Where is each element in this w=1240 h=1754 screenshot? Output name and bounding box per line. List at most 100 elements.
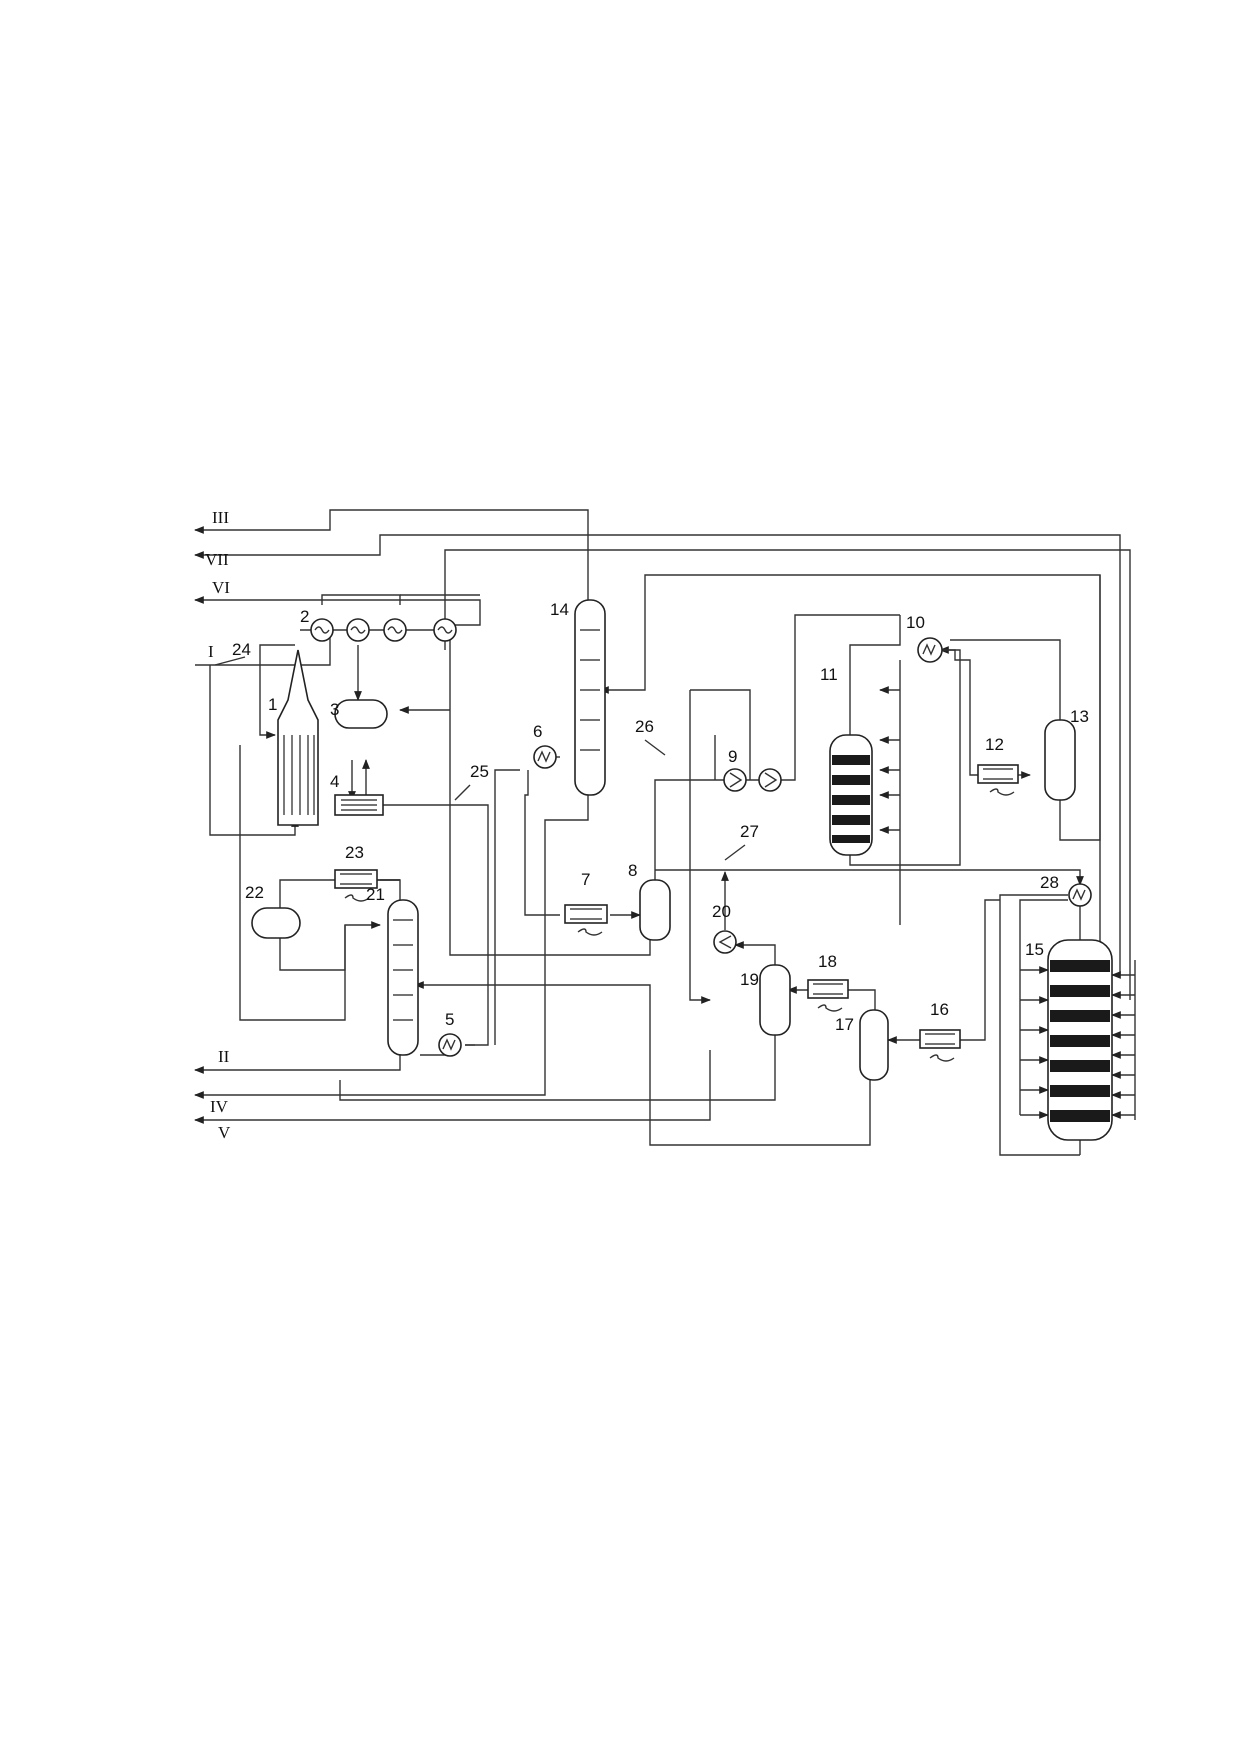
stream-label-vi: VI [212, 578, 230, 597]
15-to-16 [960, 899, 1000, 1041]
label-14: 14 [550, 600, 569, 619]
air-cooler-23 [334, 869, 378, 902]
label-17: 17 [835, 1015, 854, 1034]
22-bottom-loop [239, 925, 346, 1021]
exchanger-28 [1068, 883, 1092, 907]
stream-label-iii: III [212, 508, 229, 527]
label-27: 27 [740, 822, 759, 841]
10-to-13-top [950, 639, 1061, 720]
stream-iv-line [194, 1050, 711, 1124]
label-22: 22 [245, 883, 264, 902]
label-15: 15 [1025, 940, 1044, 959]
leader-25 [454, 784, 471, 801]
15-left-trunk [1019, 899, 1068, 1115]
furnace-1 [277, 649, 319, 826]
label-28: 28 [1040, 873, 1059, 892]
equipment-labels: 1 2 3 4 5 6 7 8 9 10 11 12 13 14 15 16 1… [232, 600, 1089, 1034]
stream-label-vii: VII [205, 550, 229, 569]
drum-22 [251, 907, 301, 939]
label-18: 18 [818, 952, 837, 971]
separator-19 [759, 964, 791, 1036]
19-bottom [339, 1015, 776, 1101]
to-11-top [849, 615, 901, 740]
exchanger-10 [917, 637, 943, 663]
9b-up [778, 614, 900, 781]
piping [194, 509, 1136, 1156]
column-21 [387, 899, 419, 1056]
air-cooler-12 [977, 764, 1019, 796]
label-25: 25 [470, 762, 489, 781]
17-bottom-to-21 [414, 981, 871, 1146]
reactor-column-15 [1047, 939, 1113, 1141]
stream-vii-line [194, 534, 1121, 975]
hx-to-furnace [259, 644, 295, 739]
line-25 [494, 769, 520, 1045]
hx4-to-5 [383, 804, 489, 1046]
recycle-line-top [444, 549, 1131, 1000]
feed-bypass-line [209, 665, 299, 836]
label-12: 12 [985, 735, 1004, 754]
reactor-column-11 [829, 734, 873, 856]
heat-exchanger-train-2 [310, 618, 457, 642]
stream-labels: I II III IV V VI VII [205, 508, 231, 1142]
hx-top-link [321, 594, 401, 605]
compressor-9 [723, 768, 782, 792]
stream-label-v: V [218, 1123, 231, 1142]
stream-v-line [194, 795, 589, 1099]
stream-i-line [195, 630, 331, 666]
separator-8 [639, 879, 671, 941]
air-cooler-16 [919, 1029, 961, 1062]
reboiler-5 [438, 1033, 462, 1057]
19-to-20 [734, 941, 776, 965]
8-to-26 [654, 779, 715, 880]
exchanger-6 [533, 745, 557, 769]
label-7: 7 [581, 870, 590, 889]
label-20: 20 [712, 902, 731, 921]
loop-690 [690, 689, 751, 780]
loop-690-down [689, 690, 711, 1004]
27-to-28 [700, 869, 1084, 886]
10-to-12 [940, 649, 985, 776]
label-24: 24 [232, 640, 251, 659]
label-2: 2 [300, 607, 309, 626]
column-14 [574, 599, 606, 796]
leader-24 [214, 656, 246, 666]
stream-ii-line [194, 1055, 401, 1074]
label-21: 21 [366, 885, 385, 904]
label-11: 11 [820, 665, 838, 684]
vertical-450 [449, 630, 651, 956]
label-1: 1 [268, 695, 277, 714]
stream-iii-line [194, 509, 589, 705]
label-23: 23 [345, 843, 364, 862]
separator-13 [1044, 719, 1076, 801]
label-13: 13 [1070, 707, 1089, 726]
stream-vi-line [194, 596, 481, 626]
drum-3 [334, 699, 388, 729]
label-26: 26 [635, 717, 654, 736]
label-8: 8 [628, 861, 637, 880]
label-19: 19 [740, 970, 759, 989]
15-bottom-loop [999, 894, 1080, 1156]
label-4: 4 [330, 772, 339, 791]
air-cooler-18 [807, 979, 849, 1012]
pump-20 [713, 930, 737, 954]
separator-17 [859, 1009, 889, 1081]
label-10: 10 [906, 613, 925, 632]
stream-label-iv: IV [210, 1097, 229, 1116]
exchanger-4 [334, 794, 384, 816]
17-to-18 [845, 989, 876, 1010]
leader-26 [644, 739, 666, 756]
13-bottom-to-loop [1059, 575, 1101, 841]
label-3: 3 [330, 700, 339, 719]
label-5: 5 [445, 1010, 454, 1029]
label-16: 16 [930, 1000, 949, 1019]
label-6: 6 [533, 722, 542, 741]
label-9: 9 [728, 747, 737, 766]
6-to-7 [524, 770, 560, 916]
stream-label-i: I [208, 642, 214, 661]
air-cooler-7 [564, 904, 608, 936]
stream-label-ii: II [218, 1047, 230, 1066]
leader-27 [724, 844, 746, 861]
